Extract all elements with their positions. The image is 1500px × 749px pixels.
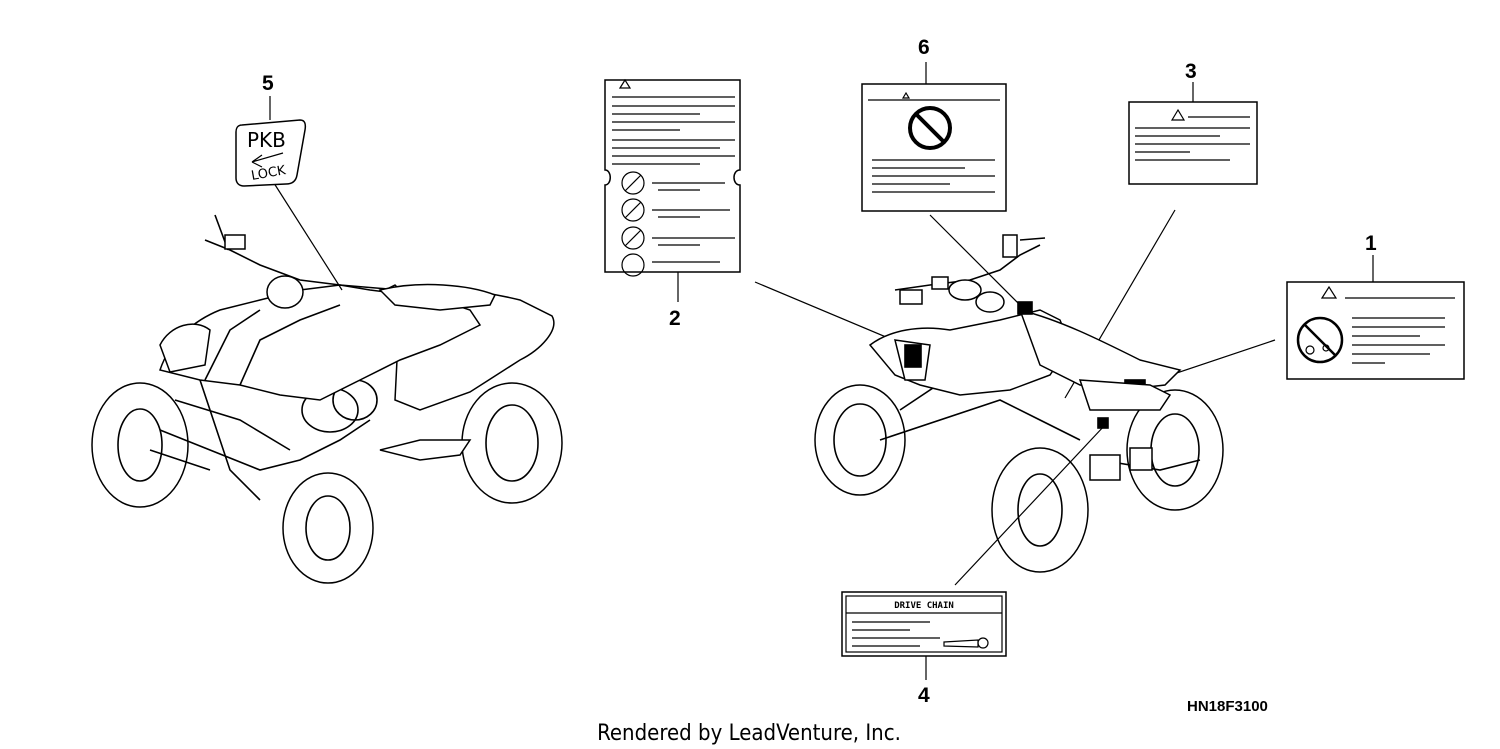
credit-text: Rendered by LeadVenture, Inc. bbox=[597, 721, 901, 746]
pkb-label-line2: LOCK bbox=[250, 163, 287, 184]
callout-5: 5 bbox=[262, 72, 274, 95]
warning-label-3 bbox=[1128, 101, 1258, 185]
callout-3: 3 bbox=[1185, 60, 1197, 83]
callout-4: 4 bbox=[918, 684, 930, 707]
pkb-lock-label: PKB LOCK bbox=[235, 119, 307, 187]
callout-1: 1 bbox=[1365, 232, 1377, 255]
callout-2: 2 bbox=[669, 307, 681, 330]
atv-rear-view bbox=[814, 234, 1224, 573]
drive-chain-label-4: DRIVE CHAIN bbox=[841, 591, 1007, 657]
warning-label-2 bbox=[604, 78, 741, 277]
callout-6: 6 bbox=[918, 36, 930, 59]
chain-warning-label-1 bbox=[1286, 281, 1465, 380]
atv-front-view bbox=[91, 214, 563, 584]
leader-line-2 bbox=[754, 281, 906, 346]
prohibition-label-6 bbox=[861, 83, 1007, 212]
diagram-code: HN18F3100 bbox=[1187, 698, 1268, 715]
leader-line-5 bbox=[271, 179, 343, 291]
leader-line-4 bbox=[954, 424, 1106, 586]
drive-chain-title: DRIVE CHAIN bbox=[894, 601, 954, 611]
pkb-label-line1: PKB bbox=[247, 128, 286, 152]
leader-line-6 bbox=[929, 214, 1026, 311]
